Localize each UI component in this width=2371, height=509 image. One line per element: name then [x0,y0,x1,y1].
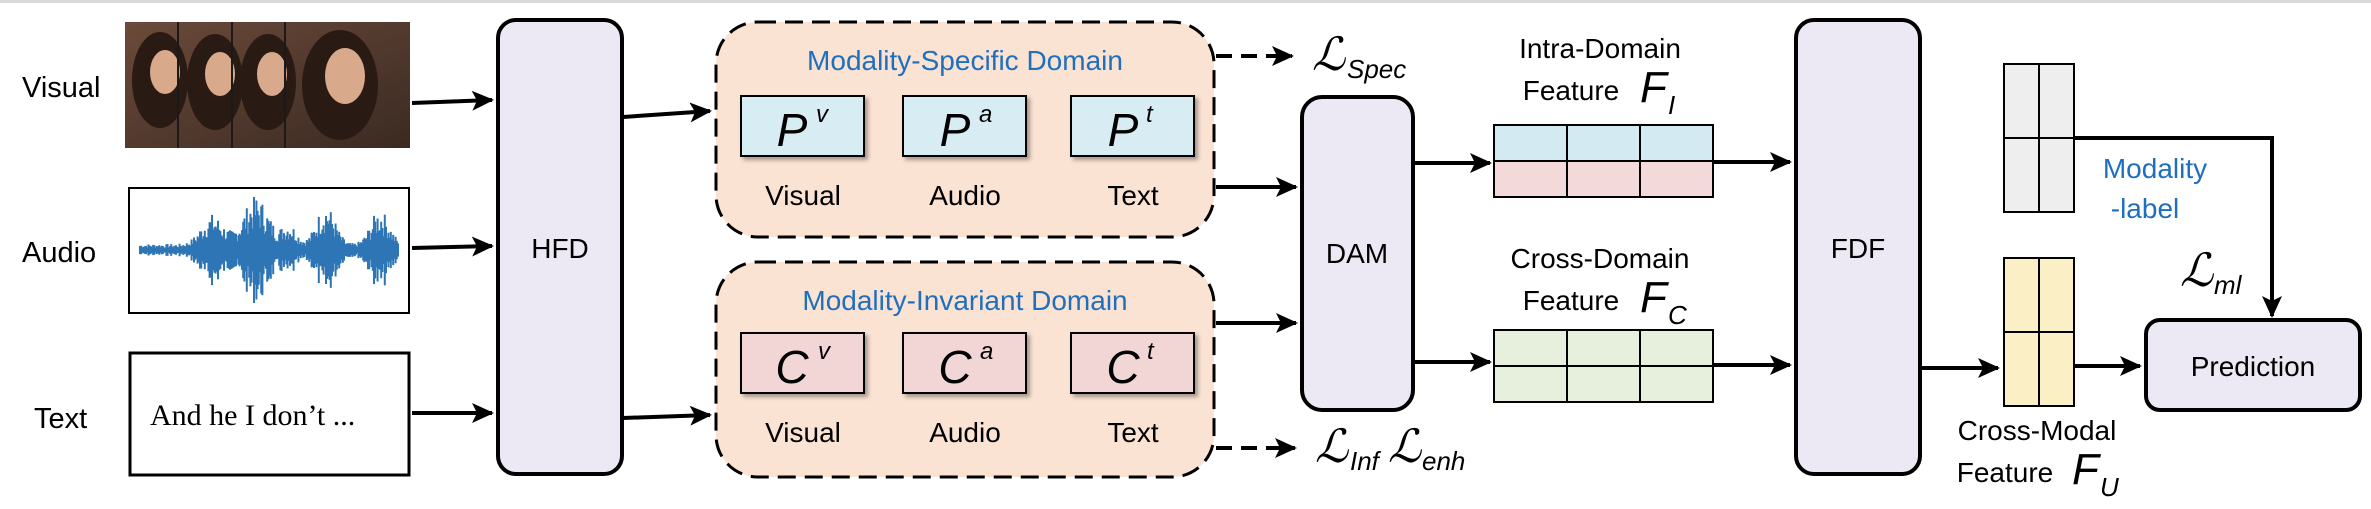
cross-domain-word: Feature [1523,285,1620,316]
specific-visual-symbol: P [777,104,808,156]
inf-loss-symbol: ℒ [1315,420,1349,472]
specific-domain-title: Modality-Specific Domain [807,45,1123,76]
video-frames-image [125,22,410,148]
inf-loss-sub: Inf [1350,446,1382,476]
specific-text-sup: t [1146,101,1154,128]
modality-label-line1: Modality [2103,153,2207,184]
cross-domain-feature: Cross-Domain Feature F C [1493,243,1714,403]
visual-input-label: Visual [22,72,100,104]
intra-feature-title: Intra-Domain [1519,33,1681,64]
intra-feature-symbol: F [1640,63,1669,112]
modality-label-line2: -label [2111,193,2179,224]
intra-feature-word: Feature [1523,75,1620,106]
text-input-box: And he I don’t ... [128,351,411,477]
arrow-hfd-to-specific [622,102,712,123]
cross-modal-feature-column [2003,257,2075,407]
text-sample: And he I don’t ... [150,399,355,432]
invariant-visual-sup: v [818,338,832,365]
enh-loss-symbol: ℒ [1388,420,1422,472]
specific-feature-text: P t [1070,95,1195,157]
invariant-text-symbol: C [1106,341,1140,393]
prediction-label: Prediction [2191,351,2316,382]
inf-enh-loss: ℒ Inf ℒ enh [1315,420,1465,476]
invariant-feature-audio: C a [902,332,1027,394]
cross-modal-feature-label: Cross-Modal Feature F U [1957,415,2119,502]
hfd-module [496,18,624,476]
invariant-label-visual: Visual [765,417,841,448]
cross-modal-title: Cross-Modal [1958,415,2117,446]
hfd-label: HFD [531,233,589,264]
cross-domain-title: Cross-Domain [1511,243,1690,274]
spec-loss-sub: Spec [1347,54,1406,84]
invariant-text-sup: t [1147,338,1155,365]
ml-loss-symbol: ℒ [2180,244,2214,296]
ml-loss: ℒ ml [2180,244,2243,300]
arrow-visual-to-hfd [411,90,494,111]
invariant-feature-text: C t [1070,332,1195,394]
specific-audio-sup: a [979,101,992,128]
audio-input-label: Audio [22,237,96,269]
invariant-domain-title: Modality-Invariant Domain [802,285,1127,316]
fdf-label: FDF [1831,233,1885,264]
specific-feature-audio: P a [902,95,1027,157]
specific-label-text: Text [1107,180,1159,211]
cross-modal-sub: U [2100,472,2119,502]
cross-domain-symbol: F [1640,273,1669,322]
specific-feature-visual: P v [740,95,865,157]
invariant-audio-sup: a [980,338,993,365]
invariant-feature-visual: C v [740,332,865,394]
prediction-module [2144,318,2362,412]
arrow-modality-label-to-prediction [2074,136,2282,318]
modality-label-column [2003,63,2075,213]
modality-specific-domain: Modality-Specific Domain P v P a P t Vis… [714,20,1216,239]
spec-loss-symbol: ℒ [1312,28,1346,80]
invariant-visual-symbol: C [775,341,809,393]
top-border-line [0,0,2371,3]
arrow-audio-to-hfd [411,236,494,257]
specific-label-audio: Audio [929,180,1001,211]
invariant-label-text: Text [1107,417,1159,448]
cross-domain-sub: C [1668,300,1687,330]
modality-invariant-domain: Modality-Invariant Domain C v C a C t Vi… [714,260,1216,479]
intra-feature-sub: I [1668,90,1675,120]
specific-audio-symbol: P [940,104,971,156]
cross-modal-word: Feature [1957,457,2054,488]
specific-visual-sup: v [816,101,830,128]
dam-module [1300,95,1415,412]
invariant-audio-symbol: C [938,341,972,393]
text-input-label: Text [34,403,87,435]
arrow-hfd-to-invariant [622,405,712,426]
ml-loss-sub: ml [2214,270,2243,300]
cross-modal-symbol: F [2072,445,2101,494]
specific-text-symbol: P [1108,104,1139,156]
invariant-label-audio: Audio [929,417,1001,448]
enh-loss-sub: enh [1422,446,1465,476]
dam-label: DAM [1326,238,1388,269]
spec-loss: ℒ Spec [1312,28,1406,84]
audio-waveform-image [128,187,410,314]
specific-label-visual: Visual [765,180,841,211]
intra-domain-feature: Intra-Domain Feature F I [1493,33,1714,198]
fdf-module [1794,18,1922,476]
